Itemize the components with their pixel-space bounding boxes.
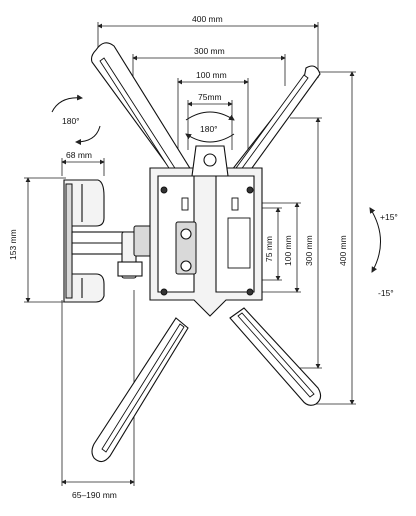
tilt-up-label: +15° [380, 212, 398, 222]
extension-label: 65–190 mm [72, 490, 117, 500]
wall-plate [63, 179, 105, 303]
dimension-lines [24, 22, 356, 486]
rotation-arrows [51, 94, 381, 273]
arm-depth-label: 68 mm [66, 150, 92, 160]
extension-arm [71, 225, 166, 279]
swivel-left-label: 180° [62, 116, 80, 126]
width-300-label: 300 mm [194, 46, 225, 56]
plate-height-label: 153 mm [8, 229, 18, 260]
height-300-label: 300 mm [304, 235, 314, 266]
labels: 400 mm 300 mm 100 mm 75mm 68 mm 153 mm 7… [8, 14, 398, 500]
width-75-label: 75mm [198, 92, 222, 102]
height-100-label: 100 mm [283, 235, 293, 266]
width-400-label: 400 mm [192, 14, 223, 24]
swivel-center-label: 180° [200, 124, 218, 134]
width-100-label: 100 mm [196, 70, 227, 80]
height-75-label: 75 mm [264, 236, 274, 262]
height-400-label: 400 mm [338, 235, 348, 266]
tilt-down-label: -15° [378, 288, 394, 298]
center-plate [149, 145, 263, 317]
